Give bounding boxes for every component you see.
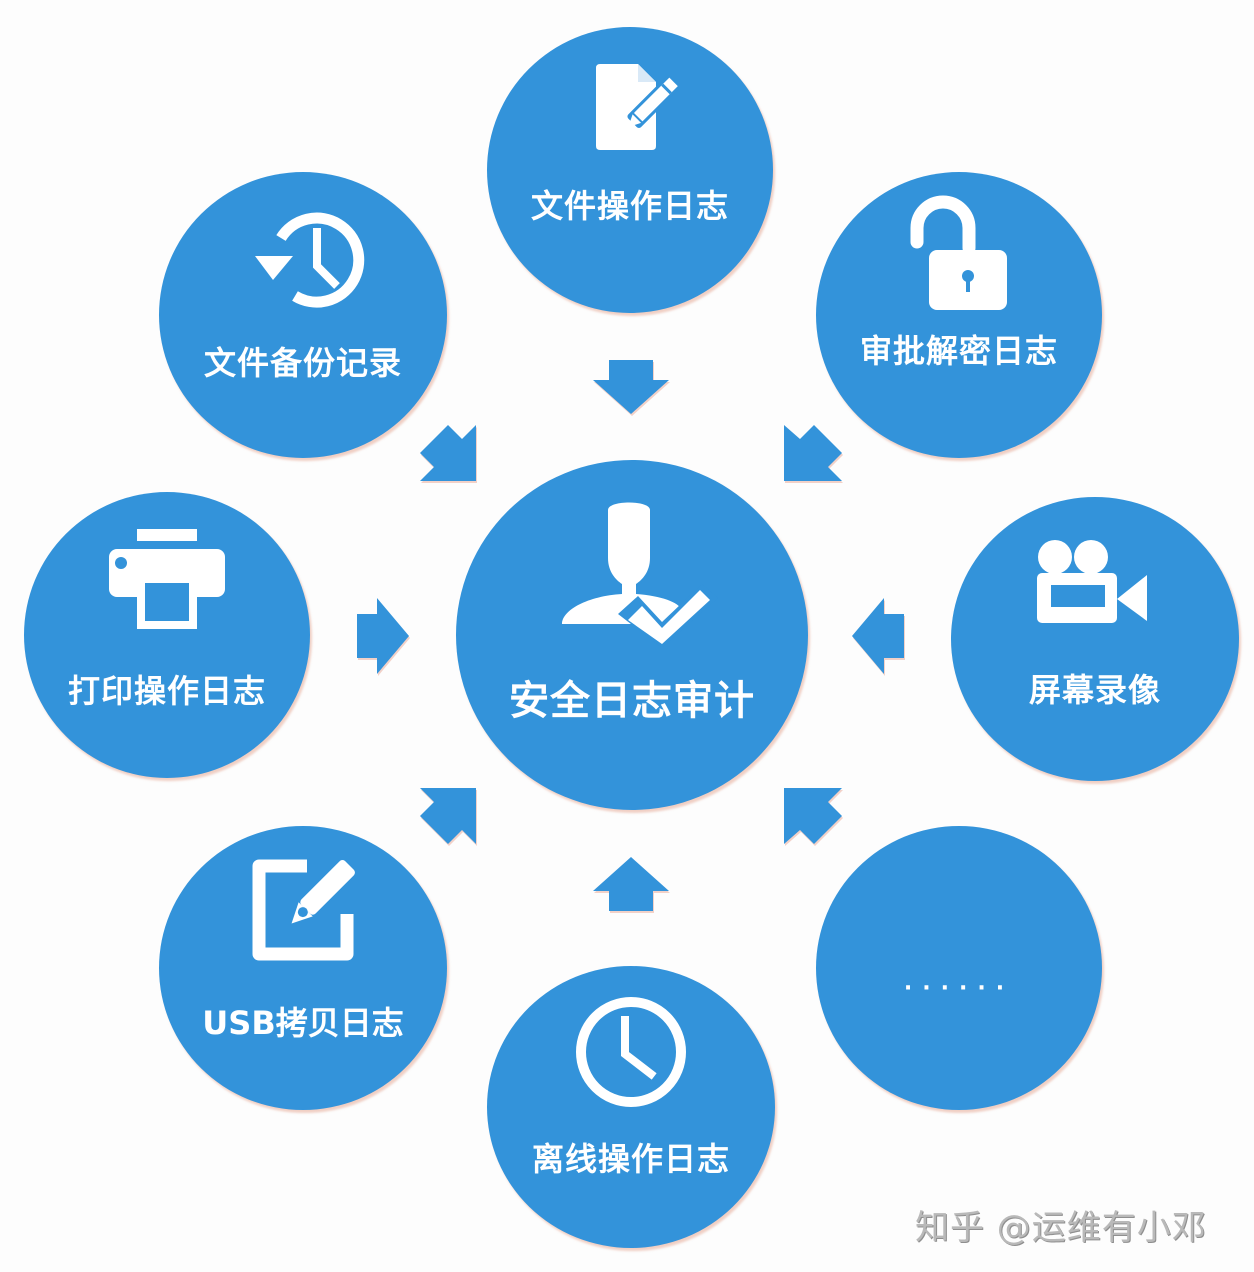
center-label: 安全日志审计: [509, 678, 755, 724]
history-icon: [255, 212, 365, 308]
printer-icon: [109, 529, 225, 629]
node-usb-copy-log[interactable]: USB拷贝日志: [159, 826, 447, 1110]
document-edit-icon: [596, 64, 680, 150]
edit-square-icon: [252, 859, 355, 961]
node-screen-recording[interactable]: 屏幕录像: [951, 497, 1239, 781]
node-label: 离线操作日志: [531, 1140, 730, 1178]
center-security-log-audit[interactable]: 安全日志审计: [456, 460, 808, 810]
node-print-operation-log[interactable]: 打印操作日志: [24, 492, 310, 778]
arrow-from-top: [591, 358, 671, 416]
node-more[interactable]: ······: [816, 826, 1102, 1110]
node-label: 屏幕录像: [1028, 671, 1161, 709]
arrow-from-left: [355, 596, 411, 676]
arrow-from-bottom-right: [782, 786, 844, 848]
arrow-from-bottom-left: [418, 786, 480, 848]
arrow-from-top-right: [782, 423, 844, 485]
node-label: 打印操作日志: [67, 672, 266, 710]
node-file-operation-log[interactable]: 文件操作日志: [487, 27, 773, 313]
node-label: USB拷贝日志: [202, 1004, 404, 1042]
node-approval-decrypt-log[interactable]: 审批解密日志: [816, 172, 1102, 458]
video-camera-icon: [1037, 540, 1147, 623]
clock-icon: [576, 997, 686, 1107]
arrow-from-top-left: [418, 423, 480, 485]
node-label: 文件备份记录: [203, 344, 402, 382]
node-label: 文件操作日志: [530, 187, 729, 225]
more-ellipsis: ······: [903, 976, 1015, 1001]
unlock-icon: [910, 195, 1007, 310]
node-file-backup-record[interactable]: 文件备份记录: [159, 172, 447, 458]
watermark: 知乎 @运维有小邓: [915, 1208, 1207, 1248]
arrow-from-right: [850, 596, 906, 676]
user-check-icon: [562, 502, 718, 648]
node-label: 审批解密日志: [859, 332, 1058, 370]
node-offline-operation-log[interactable]: 离线操作日志: [487, 966, 775, 1248]
arrow-from-bottom: [591, 855, 671, 913]
